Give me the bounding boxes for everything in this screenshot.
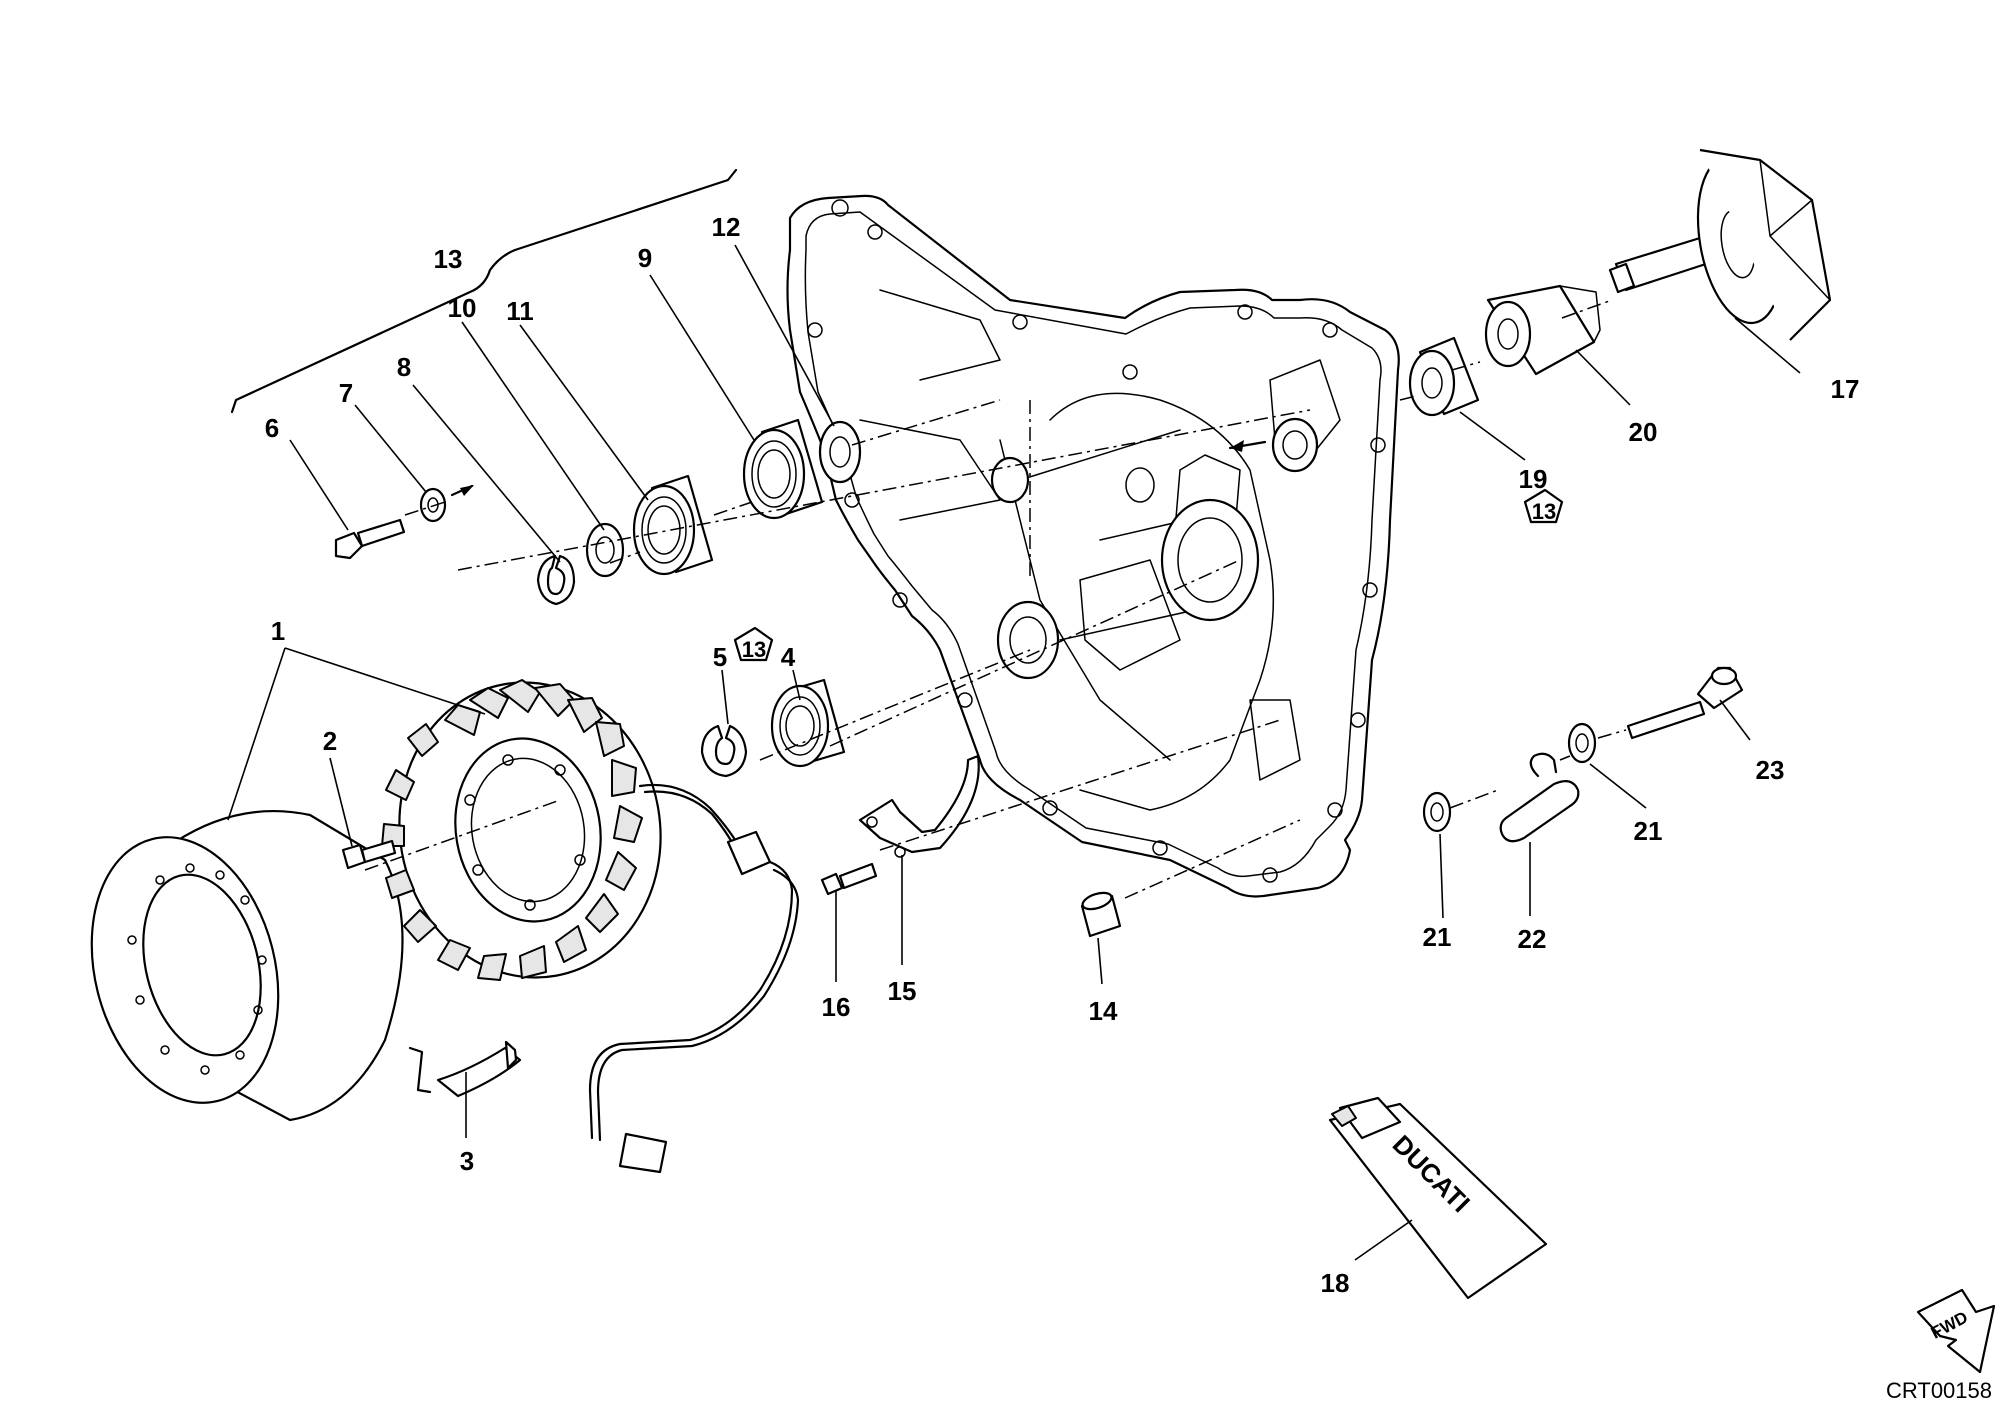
kit-badge-lower-label: 13: [742, 637, 766, 662]
callout-2: 2: [323, 726, 337, 756]
forward-direction-arrow: FWD: [1916, 1288, 1996, 1374]
callout-6: 6: [265, 413, 279, 443]
callout-23: 23: [1756, 755, 1785, 785]
rotor-bolt-holes: [127, 863, 267, 1075]
callout-22: 22: [1518, 924, 1547, 954]
kit-badge-lower: 13: [733, 626, 774, 662]
callout-4: 4: [781, 642, 796, 672]
flywheel-rotor: [90, 810, 404, 1122]
screw-16: [820, 862, 878, 896]
output-connector: [618, 1132, 668, 1174]
washer-21-left: [1422, 791, 1452, 833]
circlip-5: [700, 724, 748, 778]
callout-9: 9: [638, 243, 652, 273]
callout-8: 8: [397, 352, 411, 382]
callout-20: 20: [1629, 417, 1658, 447]
seal-19: [1408, 336, 1480, 417]
bolt-23: [1626, 666, 1744, 740]
clip-22: [1499, 752, 1580, 843]
callout-3: 3: [460, 1146, 474, 1176]
kit-badge-upper: 13: [1523, 488, 1564, 524]
callout-19: 19: [1519, 464, 1548, 494]
assembly-centerlines: [364, 299, 1627, 1094]
drawing-code: CRT00158: [1886, 1378, 1992, 1403]
generator-cover: [786, 194, 1400, 898]
callout-1: 1: [271, 616, 285, 646]
callout-numbers: 1 2 3 4 5 6 7 8 9 10 11 12 14 15 16 17 1…: [265, 212, 1860, 1298]
screw-3: [436, 1040, 522, 1098]
seal-20: [1484, 284, 1601, 376]
callout-10: 10: [448, 293, 477, 323]
bolt-6: [334, 518, 406, 560]
impeller-17: [1608, 148, 1832, 341]
callout-group-13: 13: [434, 244, 463, 274]
group-bracket: 13: [230, 168, 738, 414]
callout-15: 15: [888, 976, 917, 1006]
wire-guide-15: [858, 754, 980, 858]
callout-14: 14: [1089, 996, 1118, 1026]
cover-bolt-holes: [807, 199, 1386, 883]
circlip-8: [536, 554, 576, 606]
washer-7: [419, 487, 447, 523]
kit-badge-upper-label: 13: [1532, 499, 1556, 524]
sealant-tube-18: DUCATI: [1328, 1096, 1548, 1300]
callout-21-right: 21: [1634, 816, 1663, 846]
callout-7: 7: [339, 378, 353, 408]
bearing-4: [770, 678, 846, 768]
bearing-9: [742, 418, 824, 520]
washer-10: [585, 522, 625, 578]
leader-lines: [227, 244, 1801, 1261]
stator-poles: [381, 679, 643, 981]
washer-21-right: [1567, 722, 1597, 764]
stator: [381, 679, 662, 981]
stator-wiring: [588, 783, 800, 1174]
callout-18: 18: [1321, 1268, 1350, 1298]
washer-12: [818, 420, 862, 484]
callout-12: 12: [712, 212, 741, 242]
callout-16: 16: [822, 992, 851, 1022]
callout-21-left: 21: [1423, 922, 1452, 952]
callout-17: 17: [1831, 374, 1860, 404]
screw-2: [341, 839, 397, 870]
bearing-11: [632, 474, 714, 576]
dowel-14: [1080, 891, 1122, 938]
callout-11: 11: [506, 296, 534, 326]
callout-5: 5: [713, 642, 727, 672]
